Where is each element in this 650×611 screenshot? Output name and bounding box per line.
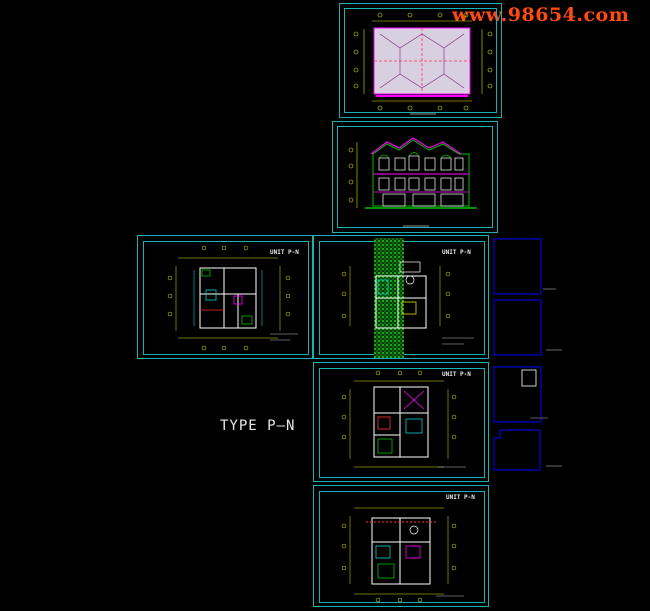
roof-plan-drawing bbox=[353, 12, 493, 115]
detail-outline-2 bbox=[493, 299, 542, 356]
detail-outline-3 bbox=[493, 366, 542, 423]
sheet-plan-left: UNIT P-N bbox=[137, 235, 313, 359]
type-label: TYPE P—N bbox=[220, 418, 296, 434]
sheet-roof-plan bbox=[339, 3, 502, 118]
sheet-inner-frame bbox=[344, 8, 497, 113]
plan-bottom-drawing bbox=[341, 507, 464, 603]
sheet-inner-frame bbox=[337, 126, 493, 228]
plan-site-drawing bbox=[341, 238, 474, 358]
detail-outline-1 bbox=[493, 238, 542, 295]
plan-middle-drawing bbox=[341, 370, 466, 468]
unit-tag: UNIT P-N bbox=[270, 249, 299, 256]
sheet-plan-bottom: UNIT P-N bbox=[313, 485, 489, 607]
unit-tag: UNIT P-N bbox=[442, 371, 471, 378]
sheet-plan-site: UNIT P-N bbox=[313, 235, 489, 359]
sheet-inner-frame bbox=[319, 491, 485, 603]
plan-left-drawing bbox=[167, 245, 298, 351]
detail-outline-4 bbox=[493, 429, 541, 471]
sheet-inner-frame bbox=[143, 241, 309, 355]
sheet-plan-middle: UNIT P-N bbox=[313, 362, 489, 482]
sheet-inner-frame bbox=[319, 368, 485, 478]
unit-tag: UNIT P-N bbox=[446, 494, 475, 501]
sheet-elevation bbox=[332, 121, 498, 233]
elevation-drawing bbox=[348, 137, 477, 227]
unit-tag: UNIT P-N bbox=[442, 249, 471, 256]
